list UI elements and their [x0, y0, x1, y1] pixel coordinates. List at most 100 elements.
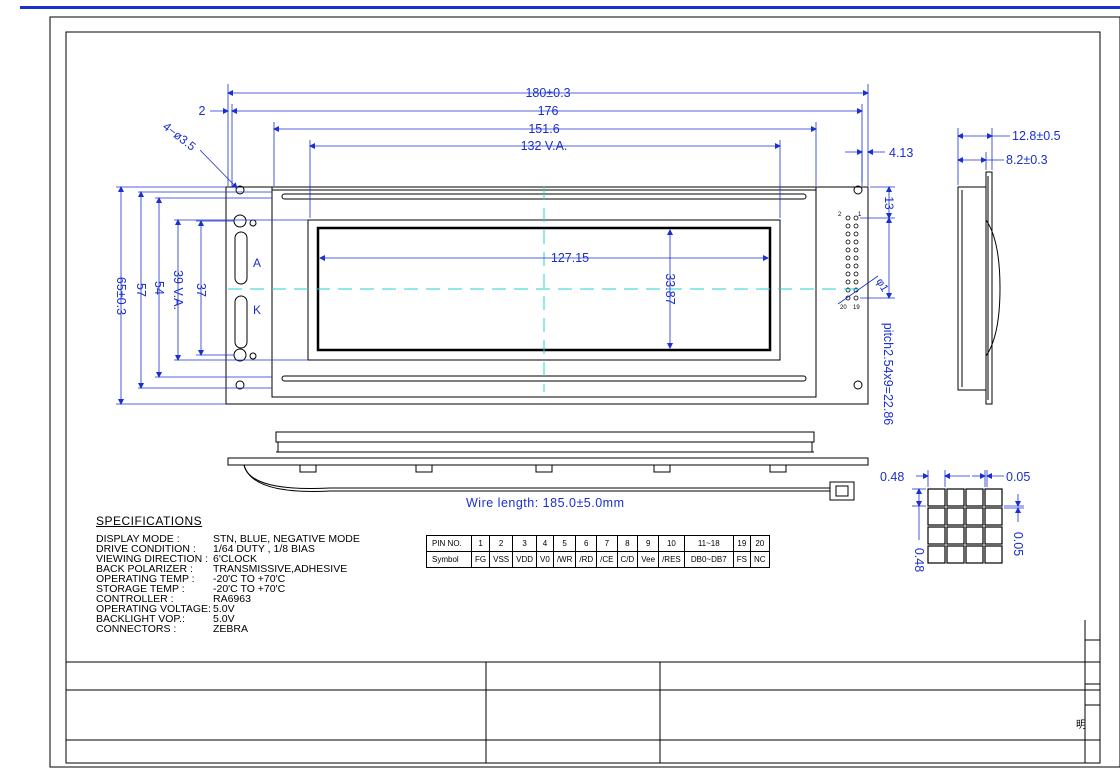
sheet-frame — [49, 16, 1120, 768]
title-block-corner-text: 明 — [1076, 719, 1086, 731]
dim-height-57: 57 — [134, 283, 148, 297]
drawing-border — [65, 31, 1101, 764]
pin-number-header: PIN NO. — [426, 535, 472, 552]
spec-value: -20'C TO +70'C — [213, 583, 286, 595]
pin-number-cell: 4 — [536, 535, 554, 552]
spec-key: STORAGE TEMP : — [96, 583, 185, 595]
dim-viewing-area-height: 39 V.A. — [171, 270, 185, 310]
pin-label-1: 1 — [858, 212, 862, 218]
dim-active-height: 33.87 — [663, 273, 677, 304]
spec-value: TRANSMISSIVE,ADHESIVE — [213, 563, 348, 575]
pin-symbol-header: Symbol — [426, 551, 472, 568]
spec-value: 6'CLOCK — [213, 553, 258, 565]
dim-pin-dia: φ1 — [873, 277, 890, 294]
side-view-outline — [957, 171, 1001, 405]
front-view-dimensions — [116, 84, 895, 405]
dim-viewing-area-width: 132 V.A. — [521, 139, 568, 153]
pin-number-cell: 19 — [732, 535, 751, 552]
pin-symbol-cell: /WR — [552, 551, 577, 568]
spec-row: OPERATING TEMP :-20'C TO +70'C — [96, 573, 360, 585]
pin-number-cell: 7 — [596, 535, 618, 552]
spec-row: OPERATING VOLTAGE:5.0V — [96, 603, 360, 615]
spec-value: STN, BLUE, NEGATIVE MODE — [213, 533, 360, 545]
spec-row: DISPLAY MODE : STN, BLUE, NEGATIVE MODE — [96, 533, 360, 545]
pin-label-20: 20 — [840, 305, 847, 311]
spec-key: OPERATING VOLTAGE: — [96, 603, 211, 615]
spec-key: CONNECTORS : — [96, 623, 177, 635]
pin-number-cell: 1 — [470, 535, 491, 552]
connector-pin-grid — [845, 215, 859, 301]
pin-number-cell: 11~18 — [683, 535, 734, 552]
anode-label: A — [253, 256, 261, 270]
dim-height-54: 54 — [152, 281, 166, 295]
pin-label-2: 2 — [838, 212, 842, 218]
spec-key: DRIVE CONDITION : — [96, 543, 196, 555]
pin-number-cell: 10 — [658, 535, 685, 552]
dim-pixel-gap-vertical: 0.05 — [1011, 532, 1025, 556]
pin-symbol-cell: V0 — [536, 551, 554, 568]
pin-symbol-cell: VDD — [512, 551, 538, 568]
dim-pixel-gap: 0.05 — [1006, 470, 1030, 484]
spec-row: BACKLIGHT VOP.: 5.0V — [96, 613, 360, 625]
pin-number-cell: 6 — [575, 535, 598, 552]
spec-key: CONTROLLER : — [96, 593, 174, 605]
spec-value: -20'C TO +70'C — [213, 573, 286, 585]
pin-symbol-cell: NC — [749, 551, 770, 568]
spec-value: RA6963 — [213, 593, 251, 605]
spec-key: VIEWING DIRECTION : — [96, 553, 209, 565]
spec-value: 5.0V — [213, 613, 235, 625]
pin-number-cell: 9 — [637, 535, 660, 552]
dim-pixel-height: 0.48 — [912, 548, 926, 572]
spec-row: CONTROLLER : RA6963 — [96, 593, 360, 605]
bottom-view-outline — [227, 431, 869, 501]
center-axes — [228, 186, 866, 392]
pin-symbol-cell: /RD — [575, 551, 598, 568]
spec-value: 1/64 DUTY , 1/8 BIAS — [213, 543, 315, 555]
dim-holes: 4−ø3.5 — [160, 119, 199, 153]
pin-label-19: 19 — [853, 305, 860, 311]
dim-active-width: 127.15 — [551, 251, 589, 265]
pin-symbol-cell: VSS — [489, 551, 514, 568]
dim-module-thickness: 8.2±0.3 — [1006, 153, 1048, 167]
pin-symbol-cell: DB0~DB7 — [683, 551, 734, 568]
spec-row: CONNECTORS : ZEBRA — [96, 623, 360, 635]
pin-symbol-cell: FS — [732, 551, 751, 568]
pin-symbol-row: Symbol FG VSS VDD V0 /WR /RD /CE C/D Vee… — [426, 551, 770, 568]
dim-pin-offset: 4.13 — [889, 146, 913, 160]
spec-row: BACK POLARIZER : TRANSMISSIVE,ADHESIVE — [96, 563, 360, 575]
pin-symbol-cell: /CE — [596, 551, 618, 568]
spec-key: BACK POLARIZER : — [96, 563, 193, 575]
dim-total-thickness: 12.8±0.5 — [1012, 129, 1061, 143]
spec-key: DISPLAY MODE : — [96, 533, 180, 545]
dim-pcb-width: 176 — [538, 104, 559, 118]
dim-pin-pitch: pitch2.54x9=22.86 — [881, 323, 895, 426]
pin-number-cell: 8 — [616, 535, 639, 552]
spec-value: 5.0V — [213, 603, 235, 615]
dim-outer-height: 65±0.3 — [114, 277, 128, 315]
spec-key: BACKLIGHT VOP.: — [96, 613, 185, 625]
title-block — [66, 620, 1100, 763]
pin-symbol-cell: /RES — [658, 551, 685, 568]
pin-number-cell: 3 — [512, 535, 538, 552]
pin-symbol-cell: Vee — [637, 551, 660, 568]
dim-pixel-width: 0.48 — [880, 470, 904, 484]
dim-pin-top: 13 — [882, 196, 896, 210]
pin-number-cell: 20 — [749, 535, 770, 552]
pin-number-row: PIN NO. 1 2 3 4 5 6 7 8 9 10 11~18 19 20 — [426, 535, 770, 552]
spec-value: ZEBRA — [213, 623, 249, 635]
specifications-title: SPECIFICATIONS — [96, 514, 203, 528]
pin-assignment-table: PIN NO. 1 2 3 4 5 6 7 8 9 10 11~18 19 20… — [426, 535, 770, 568]
dim-height-37: 37 — [194, 283, 208, 297]
pin-number-cell: 5 — [552, 535, 577, 552]
pin-symbol-cell: FG — [470, 551, 491, 568]
pin-number-cell: 2 — [489, 535, 514, 552]
cathode-label: K — [253, 303, 261, 317]
pixel-grid — [927, 488, 1003, 564]
wire-length-label: Wire length: 185.0±5.0mm — [466, 496, 625, 510]
dim-outer-width: 180±0.3 — [525, 86, 570, 100]
spec-row: VIEWING DIRECTION : 6'CLOCK — [96, 553, 360, 565]
pixel-dimensions — [912, 470, 1024, 540]
pin-symbol-cell: C/D — [616, 551, 639, 568]
side-view-dimensions — [957, 128, 1010, 185]
